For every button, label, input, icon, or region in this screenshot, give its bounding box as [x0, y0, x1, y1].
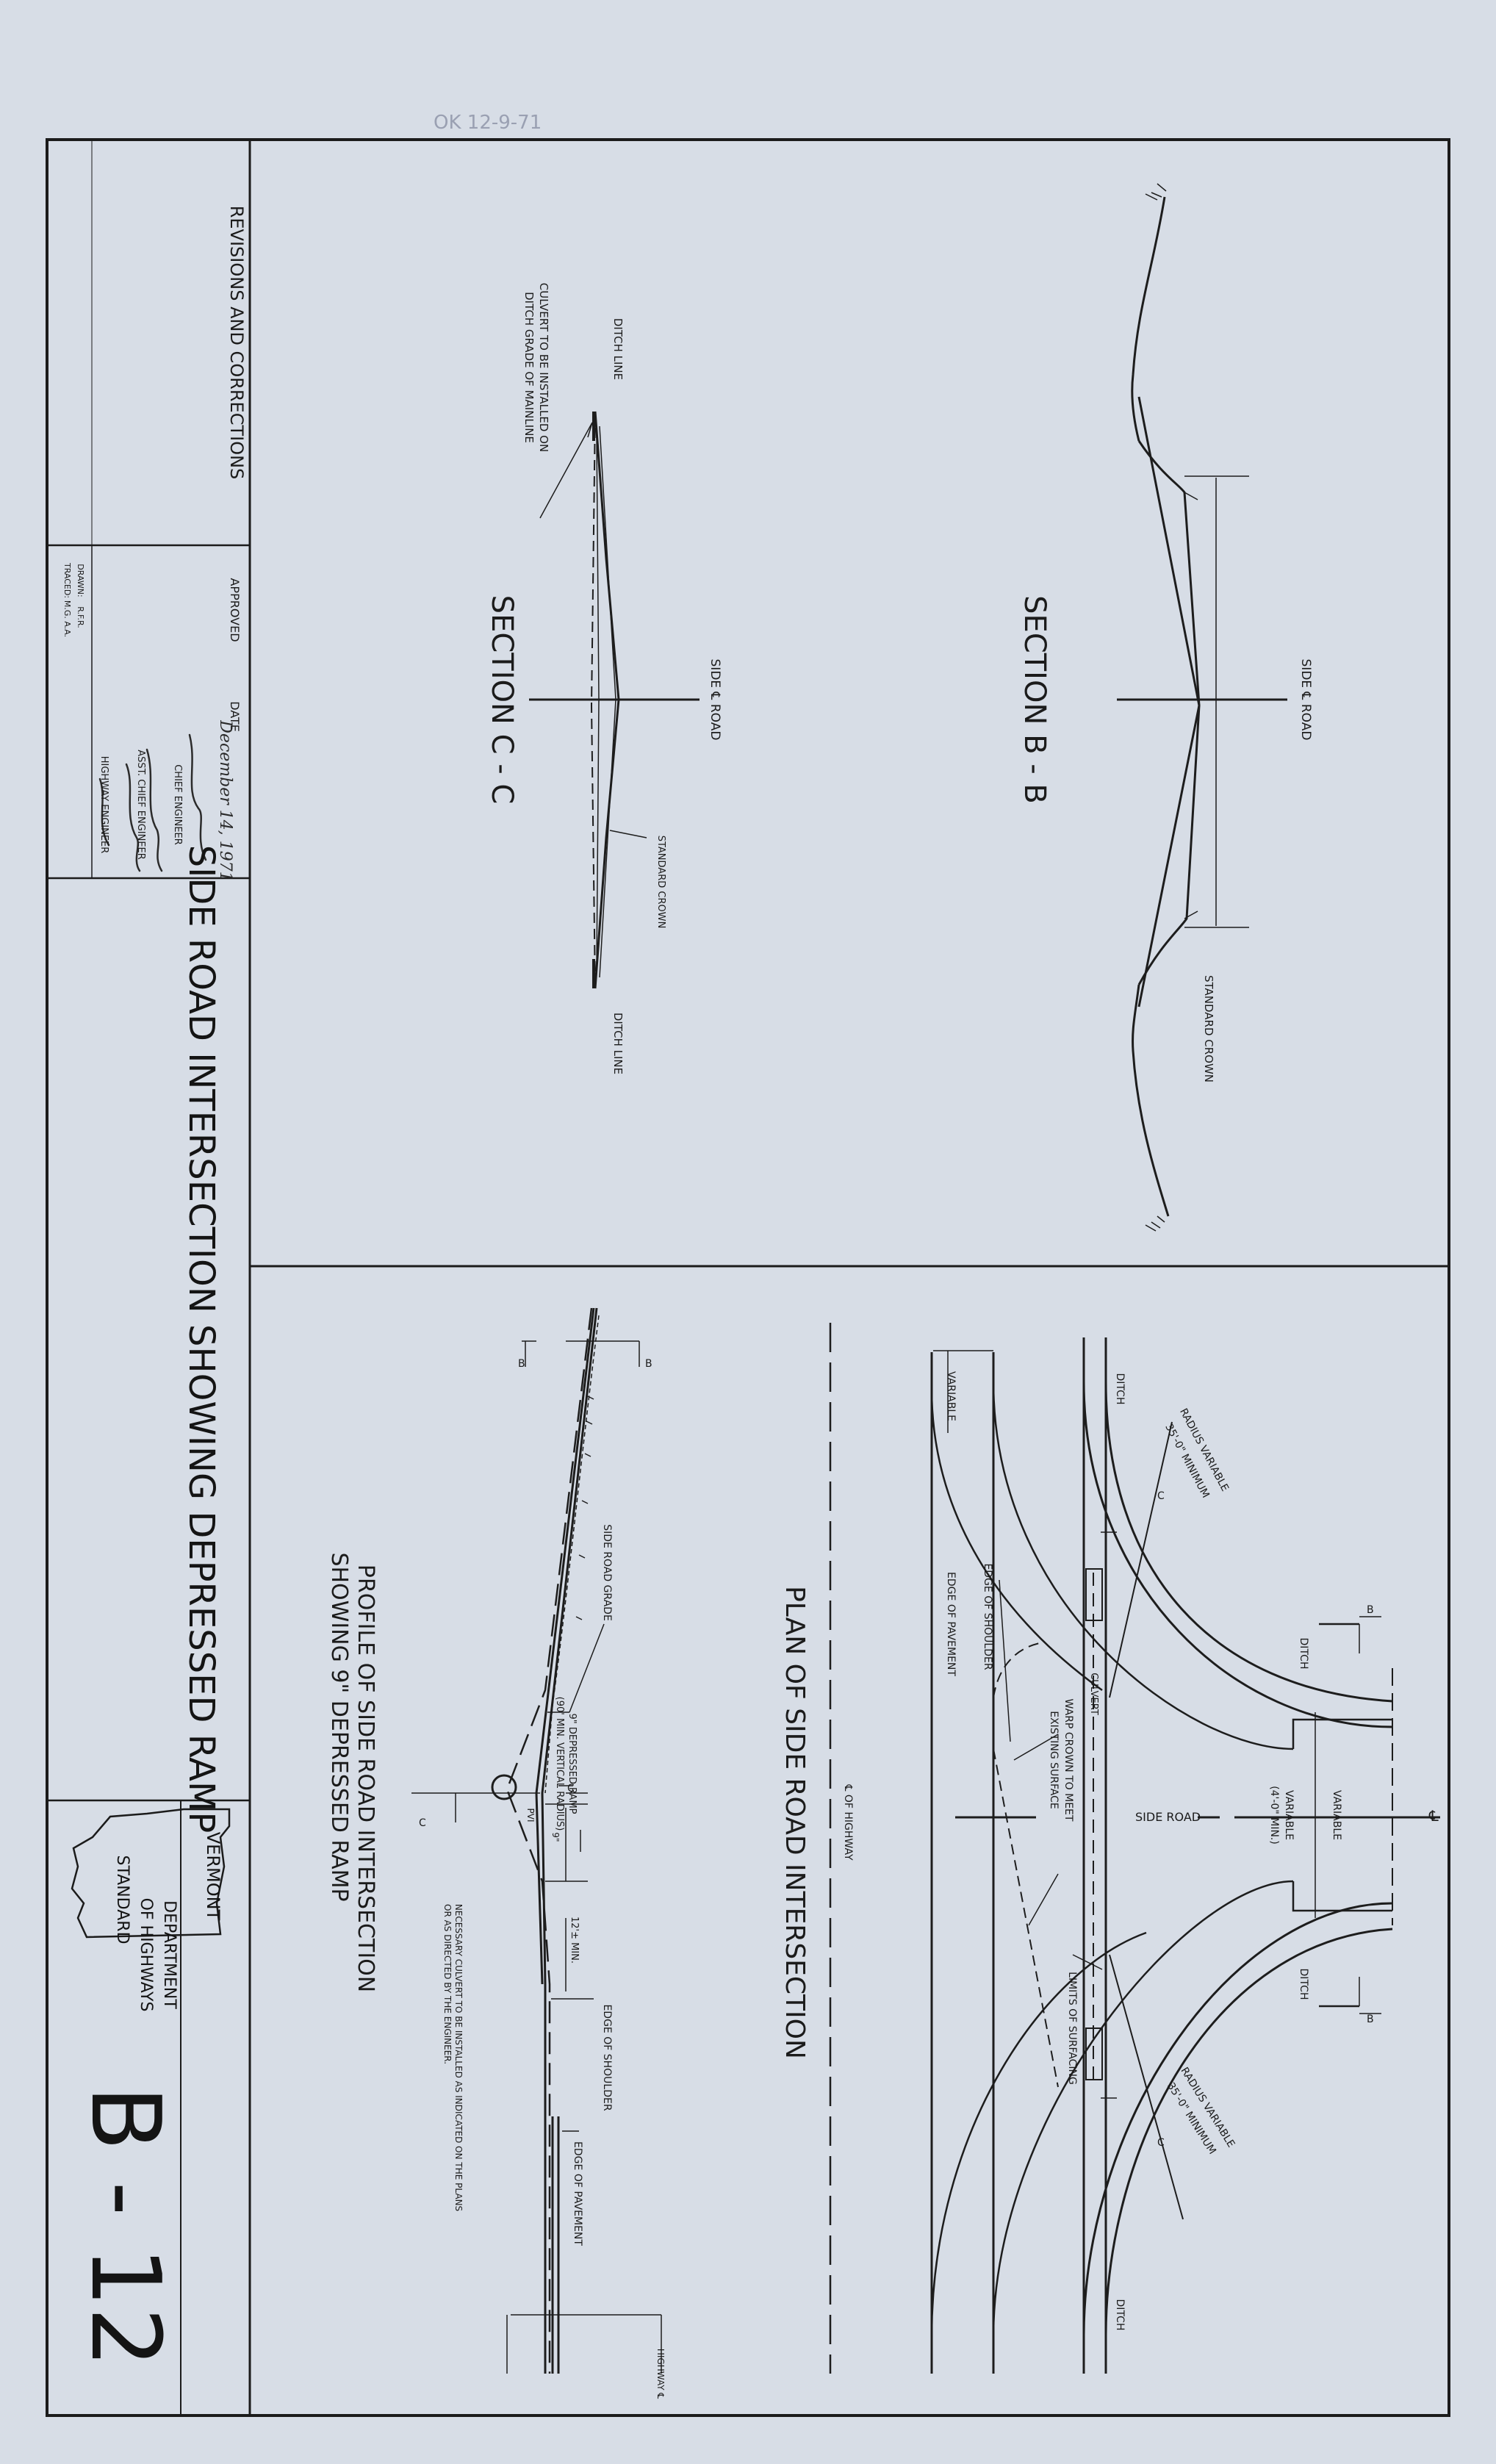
plan-warp-1: WARP CROWN TO MEET	[1062, 1699, 1074, 1822]
traced-value: M.G. A.A.	[62, 600, 72, 637]
asst-chief-engineer-label: ASST. CHIEF ENGINEER	[135, 750, 146, 860]
date-value: December 14, 1971	[216, 719, 234, 881]
profile-edge-of-pavement: EDGE OF PAVEMENT	[572, 2141, 583, 2246]
profile-twelve-min: 12'± MIN.	[569, 1917, 580, 1964]
profile-label-b-2: B	[645, 1358, 652, 1370]
drawn-label: DRAWN:	[76, 564, 85, 597]
plan-title: PLAN OF SIDE ROAD INTERSECTION	[780, 1586, 810, 2059]
section-bb-standard-crown: STANDARD CROWN	[1202, 975, 1215, 1082]
profile-side-road-grade: SIDE ROAD GRADE	[601, 1524, 613, 1621]
section-cc-ditch-bottom: DITCH LINE	[611, 1013, 625, 1074]
approved-label: APPROVED	[228, 578, 242, 642]
highway-engineer-label: HIGHWAY ENGINEER	[98, 756, 109, 854]
profile-text: PROFILE OF SIDE ROAD INTERSECTION SHOWIN…	[326, 1358, 666, 2399]
plan-culvert: CULVERT	[1088, 1673, 1099, 1715]
profile-nine-in: 9"	[550, 1832, 561, 1842]
plan-ditch-bottom: DITCH	[1298, 1969, 1309, 2000]
profile-culvert-note-1: NECESSARY CULVERT TO BE INSTALLED AS IND…	[453, 1904, 464, 2211]
drawn-value: R.F.R.	[76, 606, 85, 628]
section-bb-text: SECTION B - B SIDE ℄ ROAD STANDARD CROWN	[1018, 595, 1313, 1082]
plan-label-b-bottom: B	[1367, 2014, 1374, 2025]
profile-highway-cl: HIGHWAY ℄	[655, 2349, 666, 2399]
plan-label-c-top: C	[1157, 1490, 1165, 1502]
plan-label-b-top: B	[1367, 1604, 1374, 1616]
section-cc-culvert-note-2: DITCH GRADE OF MAINLINE	[522, 292, 536, 443]
ok-note: OK 12-9-71	[434, 112, 542, 134]
traced-label: TRACED:	[62, 562, 72, 598]
section-cc-text: SECTION C - C SIDE ℄ ROAD DITCH LINE DIT…	[485, 283, 722, 1074]
profile-title-1: PROFILE OF SIDE ROAD INTERSECTION	[353, 1565, 378, 1992]
profile-depressed-ramp-2: (90' MIN. VERTICAL RADIUS)	[554, 1697, 565, 1831]
section-cc-title: SECTION C - C	[485, 595, 519, 805]
agency-state: VERMONT	[203, 1832, 223, 1921]
plan-side-road-cl: ℄	[1428, 1807, 1439, 1825]
plan-ditch-top: DITCH	[1298, 1638, 1309, 1670]
profile-edge-of-shoulder: EDGE OF SHOULDER	[601, 2004, 613, 2111]
plan-ditch-right: DITCH	[1114, 2299, 1126, 2331]
profile-label-b-1: B	[518, 1358, 525, 1370]
date-label: DATE	[228, 701, 242, 732]
agency-standard: STANDARD	[113, 1855, 132, 1944]
section-bb-drawing	[1117, 183, 1287, 1232]
plan-limits-of-surfacing: LIMITS OF SURFACING	[1066, 1972, 1078, 2085]
profile-drawing	[411, 1307, 662, 2374]
plan-drawing	[829, 1323, 1440, 2374]
plan-edge-of-pavement: EDGE OF PAVEMENT	[945, 1572, 957, 1676]
section-cc-standard-crown: STANDARD CROWN	[655, 836, 666, 929]
plan-variable-right: VARIABLE	[1331, 1790, 1342, 1840]
profile-title-2: SHOWING 9" DEPRESSED RAMP	[326, 1552, 352, 1901]
profile-depressed-ramp-1: 9" DEPRESSED RAMP	[567, 1713, 578, 1814]
section-bb-title: SECTION B - B	[1018, 595, 1051, 804]
signatures	[98, 733, 207, 872]
plan-warp-2: EXISTING SURFACE	[1048, 1711, 1060, 1809]
section-cc-side-road: SIDE ℄ ROAD	[708, 659, 722, 741]
sheet-number: B - 12	[70, 2086, 181, 2368]
plan-variable-min-2: (4'-0" MIN.)	[1268, 1786, 1280, 1845]
title-block-text: REVISIONS AND CORRECTIONS APPROVED DATE …	[62, 206, 247, 2368]
sheet-border	[46, 138, 1450, 2417]
sheet-title: SIDE ROAD INTERSECTION SHOWING DEPRESSED…	[181, 845, 222, 1833]
agency-dept: DEPARTMENT	[160, 1900, 179, 2009]
profile-label-c-1: C	[419, 1817, 426, 1829]
revisions-label: REVISIONS AND CORRECTIONS	[226, 206, 247, 480]
profile-pvi: PVI	[525, 1809, 536, 1822]
section-cc-drawing	[529, 411, 700, 989]
section-bb-side-road: SIDE ℄ ROAD	[1298, 659, 1313, 741]
plan-edge-of-shoulder: EDGE OF SHOULDER	[982, 1563, 993, 1670]
vermont-shape	[71, 1808, 231, 1939]
plan-ditch-left: DITCH	[1114, 1373, 1126, 1405]
agency-of: OF HIGHWAYS	[137, 1898, 155, 2012]
profile-culvert-note-2: OR AS DIRECTED BY THE ENGINEER.	[442, 1904, 453, 2064]
plan-variable-left: VARIABLE	[945, 1371, 957, 1421]
plan-variable-min-1: VARIABLE	[1283, 1790, 1295, 1840]
chief-engineer-label: CHIEF ENGINEER	[172, 764, 183, 845]
profile-label-c-2: C	[567, 1783, 575, 1795]
plan-highway-cl: ℄ OF HIGHWAY	[842, 1784, 854, 1861]
plan-side-road: SIDE ROAD	[1135, 1810, 1201, 1824]
section-cc-ditch-top: DITCH LINE	[611, 318, 625, 380]
section-cc-culvert-note-1: CULVERT TO BE INSTALLED ON	[537, 283, 550, 452]
plan-label-c-bottom: C	[1157, 2137, 1165, 2149]
